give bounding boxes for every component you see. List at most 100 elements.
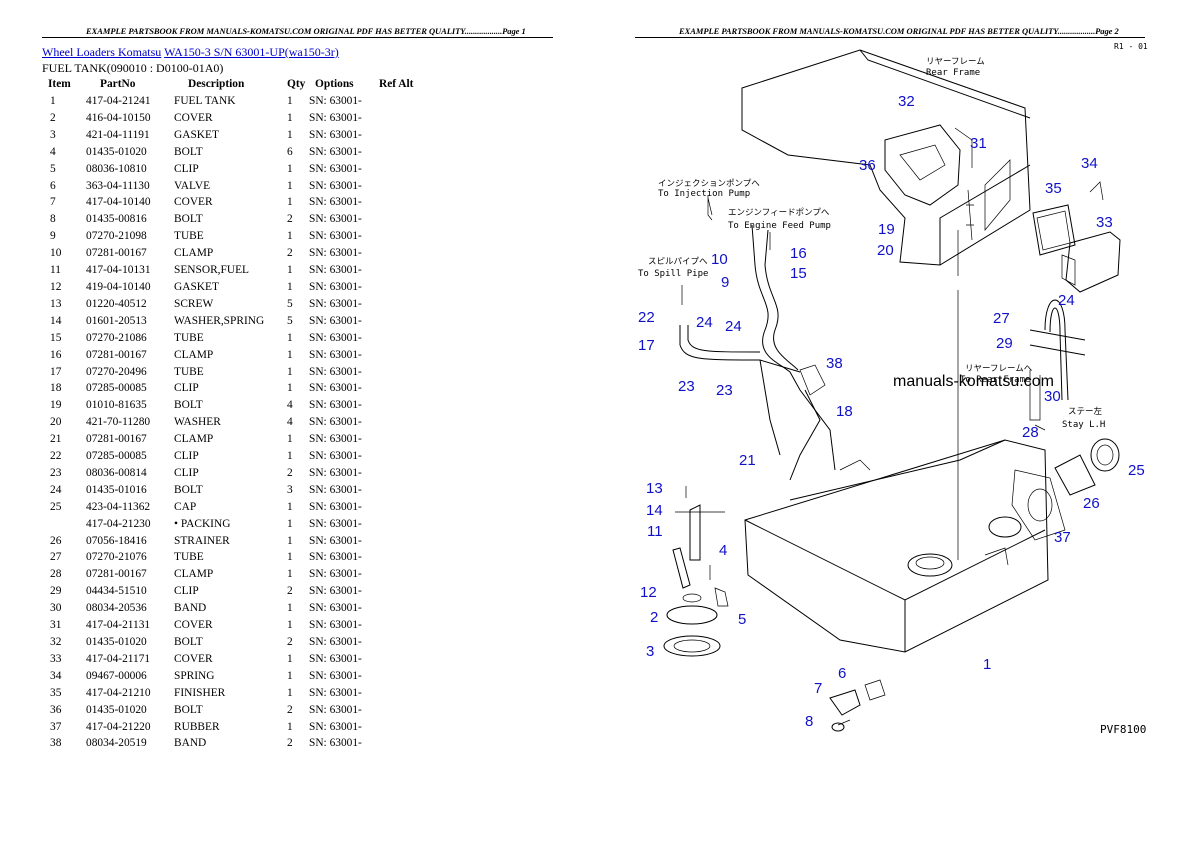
cell-partno: 01435-01016 (86, 483, 147, 496)
cell-partno: 417-04-10131 (86, 264, 151, 277)
parts-list-page: EXAMPLE PARTSBOOK FROM MANUALS-KOMATSU.C… (42, 26, 553, 750)
cell-description: COVER (174, 111, 213, 124)
cell-options: SN: 63001- (309, 145, 362, 158)
callout-number-33: 33 (1096, 214, 1113, 231)
cell-partno: 04434-51510 (86, 585, 147, 598)
cell-partno: 07270-20496 (86, 365, 147, 378)
label-injection-jp: インジェクションポンプへ (658, 179, 760, 189)
cell-partno: 01220-40512 (86, 297, 147, 310)
cell-item: 30 (50, 602, 62, 615)
breadcrumb-link-wheel-loaders[interactable]: Wheel Loaders Komatsu (42, 45, 162, 59)
cell-item: 36 (50, 703, 62, 716)
page-header: EXAMPLE PARTSBOOK FROM MANUALS-KOMATSU.C… (679, 26, 1119, 36)
cell-partno: 01601-20513 (86, 314, 147, 327)
label-injection-en: To Injection Pump (658, 189, 750, 199)
cell-options: SN: 63001- (309, 568, 362, 581)
cell-partno: 01435-01020 (86, 703, 147, 716)
watermark: manuals-komatsu.com (893, 373, 1054, 390)
callout-number-28: 28 (1022, 424, 1039, 441)
cell-item: 13 (50, 297, 62, 310)
cell-options: SN: 63001- (309, 162, 362, 175)
cell-item: 14 (50, 314, 62, 327)
cell-qty: 1 (287, 669, 293, 682)
cell-item: 28 (50, 568, 62, 581)
cell-partno: 417-04-10140 (86, 196, 151, 209)
cell-options: SN: 63001- (309, 619, 362, 632)
cell-qty: 2 (287, 737, 293, 750)
cell-qty: 1 (287, 162, 293, 175)
cell-options: SN: 63001- (309, 111, 362, 124)
cell-options: SN: 63001- (309, 179, 362, 192)
cell-description: RUBBER (174, 720, 220, 733)
header-rule (42, 37, 553, 38)
label-rear-frame2-en: To Rear Frame (960, 375, 1030, 385)
callout-number-14: 14 (646, 502, 663, 519)
cell-qty: 1 (287, 348, 293, 361)
label-rear-frame-en: Rear Frame (926, 68, 980, 78)
cell-qty: 5 (287, 297, 293, 310)
diagram-code: PVF8100 (1100, 723, 1146, 736)
breadcrumb: Wheel Loaders Komatsu WA150-3 S/N 63001-… (42, 45, 339, 60)
callout-number-36: 36 (859, 157, 876, 174)
cell-qty: 1 (287, 686, 293, 699)
cell-options: SN: 63001- (309, 331, 362, 344)
cell-description: BAND (174, 737, 207, 750)
fuel-tank-body-drawing (744, 290, 1066, 653)
cell-partno: 01010-81635 (86, 399, 147, 412)
cell-options: SN: 63001- (309, 314, 362, 327)
cell-item: 20 (50, 416, 62, 429)
label-rear-frame2-jp: リヤーフレームへ (965, 364, 1033, 374)
cell-partno: 08034-20536 (86, 602, 147, 615)
cell-item: 3 (50, 128, 56, 141)
cell-description: TUBE (174, 230, 204, 243)
cell-description: GASKET (174, 128, 219, 141)
cell-partno: 417-04-21220 (86, 720, 151, 733)
cell-partno: 421-04-11191 (86, 128, 150, 141)
cell-description: COVER (174, 196, 213, 209)
cell-options: SN: 63001- (309, 247, 362, 260)
cell-partno: 07270-21086 (86, 331, 147, 344)
section-title: FUEL TANK(090010 : D0100-01A0) (42, 61, 224, 75)
cell-item: 23 (50, 466, 62, 479)
cell-partno: 417-04-21241 (86, 95, 151, 107)
callout-number-6: 6 (838, 665, 846, 682)
cell-qty: 1 (287, 534, 293, 547)
cell-qty: 2 (287, 703, 293, 716)
callout-number-10: 10 (711, 251, 728, 268)
callout-number-23: 23 (716, 382, 733, 399)
cell-item: 21 (50, 433, 62, 446)
fuel-pipes-drawing (679, 224, 836, 481)
callout-number-21: 21 (739, 452, 756, 469)
cell-options: SN: 63001- (309, 128, 362, 141)
breadcrumb-link-model[interactable]: WA150-3 S/N 63001-UP(wa150-3r) (164, 45, 339, 59)
cell-item: 24 (50, 483, 62, 496)
cell-item: 4 (50, 145, 56, 158)
callout-number-38: 38 (826, 355, 843, 372)
cell-description: STRAINER (174, 534, 230, 547)
cell-description: BAND (174, 602, 207, 615)
cell-partno: 416-04-10150 (86, 111, 151, 124)
cell-qty: 1 (287, 196, 293, 209)
cell-item: 37 (50, 720, 62, 733)
callout-number-12: 12 (640, 584, 657, 601)
cell-description: BOLT (174, 145, 203, 158)
cell-partno: 07281-00167 (86, 247, 147, 260)
cell-item: 9 (50, 230, 56, 243)
cell-partno: 01435-01020 (86, 636, 147, 648)
